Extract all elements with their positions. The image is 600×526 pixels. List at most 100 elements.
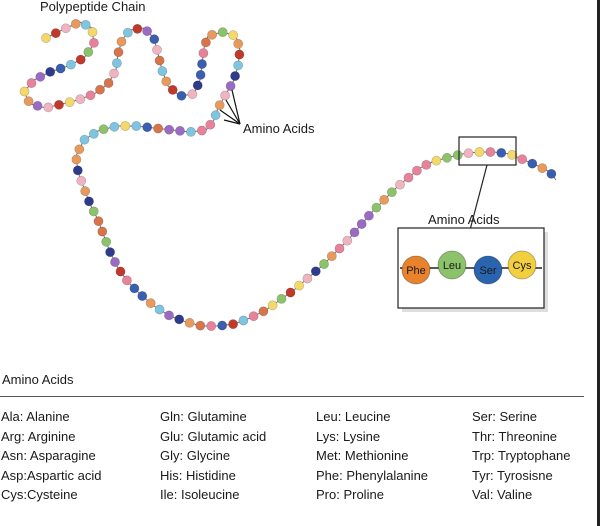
zoom-connector	[469, 164, 488, 231]
amino-acid-bead	[195, 70, 206, 80]
amino-acid-bead	[142, 122, 153, 133]
amino-acid-bead	[64, 97, 75, 107]
amino-acid-bead	[234, 49, 245, 60]
amino-acid-bead	[217, 320, 228, 331]
amino-acid-bead	[85, 90, 96, 101]
amino-acid-bead	[76, 175, 87, 186]
amino-acid-bead	[349, 227, 360, 238]
legend-entry: Lys: Lysine	[316, 428, 381, 444]
amino-acid-bead	[95, 84, 105, 95]
amino-acid-bead	[80, 19, 91, 30]
amino-acid-bead	[105, 247, 115, 257]
amino-acid-bead	[71, 154, 82, 165]
inset-residue-label: Leu	[443, 260, 461, 272]
legend-entry: Glu: Glutamic acid	[160, 428, 267, 444]
amino-acid-bead	[537, 163, 548, 173]
legend-entry: Gly: Glycine	[160, 448, 231, 463]
amino-acid-bead	[113, 47, 124, 58]
amino-acid-chain	[19, 18, 557, 331]
amino-acid-bead	[157, 66, 168, 76]
amino-acid-bead	[205, 119, 216, 130]
amino-acid-bead	[285, 287, 296, 298]
inset-residue-leu: Leu	[437, 250, 467, 280]
amino-acid-bead	[403, 172, 414, 183]
amino-acid-bead	[238, 315, 249, 326]
amino-acid-bead	[546, 168, 557, 179]
amino-acid-bead	[70, 18, 81, 29]
amino-acid-bead	[109, 68, 119, 79]
amino-acid-bead	[122, 27, 133, 38]
amino-acid-bead	[174, 314, 185, 325]
amino-acid-bead	[258, 306, 269, 317]
amino-acid-bead	[55, 63, 66, 74]
amino-acid-bead	[129, 283, 140, 294]
label-pointer-lines	[219, 89, 241, 125]
chain-label: Amino Acids	[243, 121, 315, 136]
zoom-box	[458, 136, 517, 166]
amino-acid-bead	[248, 311, 259, 322]
amino-acid-bead	[474, 147, 485, 157]
amino-acid-bead	[23, 96, 34, 107]
amino-acid-bead	[371, 202, 382, 213]
amino-acid-bead	[122, 275, 132, 286]
legend-divider	[0, 396, 584, 397]
legend-entry: Trp: Tryptophane	[472, 448, 571, 463]
amino-acid-bead	[154, 304, 165, 315]
amino-acid-bead	[452, 150, 463, 160]
legend-entry: Val: Valine	[472, 487, 533, 502]
amino-acid-bead	[112, 58, 122, 68]
amino-acid-bead	[154, 55, 165, 66]
diagram-title: Polypeptide Chain	[40, 0, 146, 14]
amino-acid-bead	[206, 321, 217, 331]
legend-entry: Arg: Arginine	[1, 428, 76, 444]
amino-acid-bead	[196, 125, 207, 136]
amino-acid-bead	[276, 293, 287, 304]
amino-acid-bead	[83, 47, 94, 57]
amino-acid-bead	[72, 165, 83, 176]
amino-acid-bead	[395, 179, 405, 190]
amino-acid-bead	[527, 158, 538, 169]
amino-acid-bead	[294, 280, 304, 291]
amino-acid-bead	[233, 38, 244, 49]
amino-acid-bead	[198, 48, 209, 58]
amino-acid-bead	[319, 259, 329, 269]
amino-acid-bead	[176, 90, 187, 101]
amino-acid-bead	[197, 59, 207, 69]
amino-acid-bead	[60, 23, 71, 34]
amino-acid-bead	[84, 196, 94, 207]
amino-acid-bead	[79, 134, 90, 145]
legend-entry: Phe: Phenylalanine	[316, 467, 429, 483]
amino-acid-bead	[210, 110, 221, 121]
amino-acid-bead	[131, 121, 142, 131]
amino-acid-bead	[185, 126, 196, 137]
amino-acid-bead	[115, 266, 126, 277]
inset-residue-label: Ser	[479, 265, 496, 277]
amino-acid-bead	[195, 320, 206, 331]
amino-acid-bead	[192, 80, 203, 91]
amino-acid-bead	[207, 29, 217, 40]
legend-entry: Cys:Cysteine	[1, 487, 78, 502]
amino-acid-bead	[132, 23, 143, 34]
amino-acid-bead	[88, 128, 99, 139]
amino-acid-bead	[187, 89, 198, 100]
amino-acid-bead	[228, 30, 239, 41]
amino-acid-bead	[379, 194, 389, 205]
amino-acid-bead	[225, 81, 236, 91]
amino-acid-bead	[145, 298, 156, 309]
amino-acid-bead	[103, 78, 114, 88]
legend-entry: Asn: Asparagine	[1, 448, 96, 463]
inset-residue-cys: Cys	[507, 250, 537, 280]
amino-acid-bead	[35, 71, 46, 82]
amino-acid-bead	[220, 90, 230, 101]
legend-entry: Gln: Glutamine	[160, 409, 247, 424]
amino-acid-bead	[230, 71, 240, 81]
amino-acid-bead	[98, 124, 109, 135]
amino-acid-bead	[54, 99, 64, 110]
amino-acid-bead	[184, 317, 195, 328]
